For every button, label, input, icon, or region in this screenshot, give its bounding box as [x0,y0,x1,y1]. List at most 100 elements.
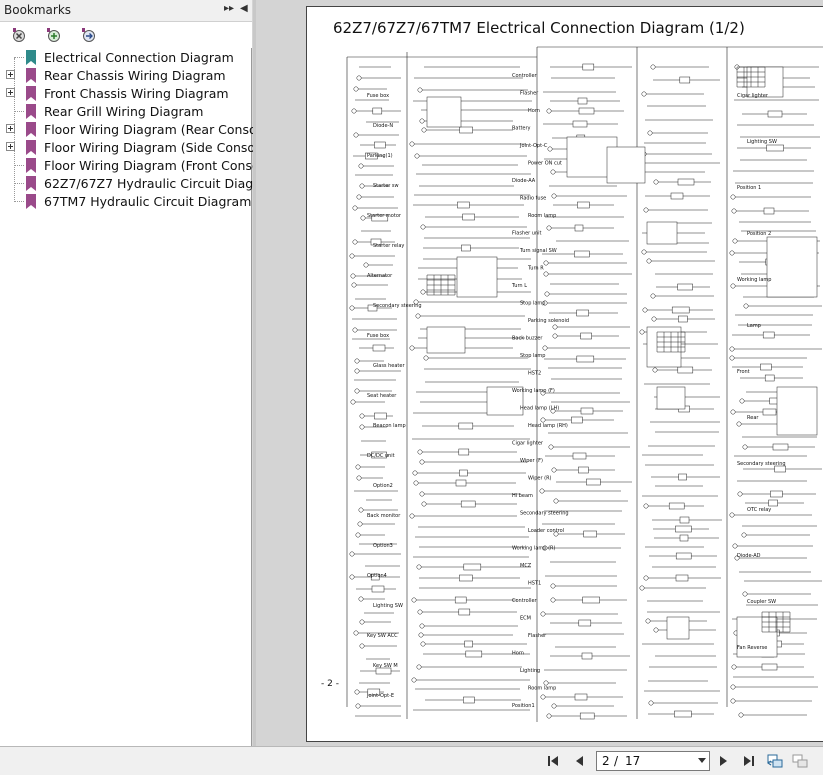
component-box [678,315,688,323]
bookmark-item-floor-front-console[interactable]: Floor Wiring Diagram (Front Console) [0,156,276,174]
bookmark-label: Front Chassis Wiring Diagram [44,86,229,101]
expand-icon[interactable] [6,70,15,79]
connector-node [350,399,356,405]
first-page-icon[interactable] [545,753,561,769]
back-view-icon[interactable] [767,753,783,769]
bookmark-item-floor-side-console[interactable]: Floor Wiring Diagram (Side Console) [0,138,271,156]
connector-node [639,585,645,591]
bookmark-item-hydraulic-67tm7[interactable]: 67TM7 Hydraulic Circuit Diagram [0,192,252,210]
connector-node [417,449,423,455]
component-box [574,250,590,258]
prev-page-icon[interactable] [571,753,587,769]
bookmark-item-rear-chassis[interactable]: Rear Chassis Wiring Diagram [0,66,252,84]
diagram-label: Position 1 [737,185,761,191]
forward-view-icon[interactable] [792,753,808,769]
component-box [574,693,588,701]
component-box [760,363,772,371]
chevron-down-icon[interactable] [698,758,706,763]
diagram-label: Joint-Opt-C [519,143,548,149]
connector-node [540,417,546,423]
bookmark-item-electrical-connection[interactable]: Electrical Connection Diagram [0,48,252,66]
connector-node [355,703,361,709]
component-box [772,443,789,451]
connector-node [358,507,364,513]
expand-icon[interactable] [6,88,15,97]
component-box [365,152,378,160]
component-box [763,207,775,215]
connector-node [742,591,748,597]
diagram-label: Back monitor [367,513,401,519]
connector-node [543,271,549,277]
document-view[interactable]: 62Z7/67Z7/67TM7 Electrical Connection Di… [256,0,823,746]
delete-bookmark-icon[interactable] [12,27,28,43]
diagram-label: Key SW M [373,663,398,669]
last-page-icon[interactable] [741,753,757,769]
diagram-label: Parking(1) [367,153,393,159]
component-box [679,76,691,84]
component-box [486,386,524,416]
component-box [463,563,482,571]
component-box [766,236,818,298]
connector-node [359,424,365,430]
diagram-label: Wiper (R) [528,476,552,482]
connector-node [358,596,364,602]
page-number-input[interactable]: 2 / 17 [596,751,710,771]
connector-node [729,355,735,361]
bookmark-icon [26,176,36,191]
diagram-label: Cigar lighter [512,441,544,447]
tree-branch [14,111,24,112]
bookmark-icon [26,140,36,155]
bookmark-properties-icon[interactable] [81,27,97,43]
component-box [764,374,775,382]
component-box [770,490,783,498]
expand-panel-icon[interactable]: ▸▸ [224,3,235,14]
component-box [675,552,692,560]
connector-node [412,470,418,476]
bookmark-list: Electrical Connection Diagram Rear Chass… [0,48,278,210]
connector-node [645,618,651,624]
connector-node [409,141,415,147]
connector-node [419,459,425,465]
bookmark-item-rear-grill[interactable]: Rear Grill Wiring Diagram [0,102,252,120]
next-page-icon[interactable] [716,753,732,769]
component-box [679,534,689,542]
expand-icon[interactable] [6,124,15,133]
connector-node [352,327,358,333]
bookmark-item-hydraulic-62z7[interactable]: 62Z7/67Z7 Hydraulic Circuit Diagram [0,174,278,192]
connector-node [551,193,557,199]
connector-node [642,307,648,313]
panel-splitter[interactable] [253,0,256,746]
component-box [675,574,689,582]
component-box [458,608,471,616]
bookmark-item-floor-rear-console[interactable]: Floor Wiring Diagram (Rear Console) [0,120,273,138]
component-box [578,619,592,627]
component-box [372,107,383,115]
diagram-label: Working lamp (F) [512,388,555,394]
component-box [577,97,588,105]
connector-node [647,130,653,136]
add-bookmark-icon[interactable] [46,27,62,43]
bookmarks-header: Bookmarks ▸▸ ◀ [0,0,252,22]
diagram-label: Lamp [747,323,761,329]
connector-node [409,513,415,519]
diagram-label: DC/DC unit [367,453,395,459]
component-box [459,574,473,582]
page-title: 62Z7/67Z7/67TM7 Electrical Connection Di… [333,19,745,37]
bookmark-item-front-chassis[interactable]: Front Chassis Wiring Diagram [0,84,252,102]
connector-node [540,694,546,700]
connector-node [648,700,654,706]
component-box [371,451,387,459]
expand-icon[interactable] [6,142,15,151]
diagram-label: Glass heater [373,363,405,369]
collapse-panel-icon[interactable]: ◀ [240,3,248,14]
component-box [762,408,777,416]
connector-node [641,91,647,97]
connector-node [350,273,356,279]
connector-node [730,409,736,415]
diagram-label: Parking solenoid [528,318,569,324]
connector-node [421,127,427,133]
connector-node [354,368,360,374]
component-box [574,224,584,232]
connector-node [352,205,358,211]
connector-node [355,532,361,538]
